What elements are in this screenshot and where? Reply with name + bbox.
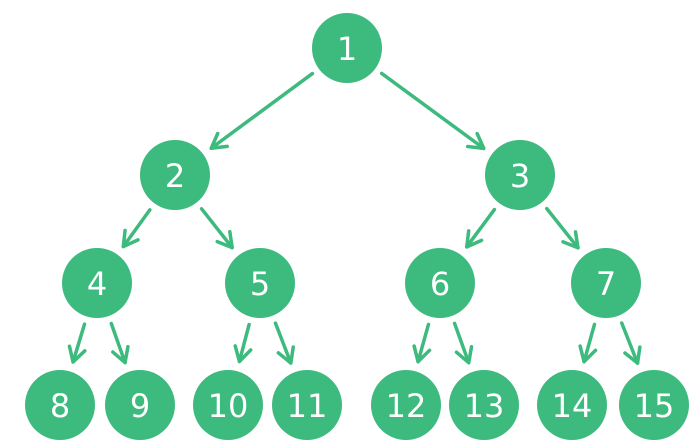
arrowhead — [412, 344, 432, 364]
tree-node-7: 7 — [571, 248, 641, 318]
node-label: 10 — [208, 387, 249, 425]
arrowhead — [454, 345, 474, 365]
node-circle — [312, 13, 382, 83]
node-label: 14 — [552, 387, 593, 425]
node-circle — [449, 370, 519, 440]
edge-arrow-4-9 — [109, 321, 130, 365]
arrowhead — [465, 131, 486, 151]
node-label: 4 — [87, 265, 107, 303]
node-label: 2 — [165, 157, 185, 195]
arrowhead — [215, 229, 234, 250]
tree-node-4: 4 — [62, 248, 132, 318]
node-circle — [225, 248, 295, 318]
tree-node-2: 2 — [140, 140, 210, 210]
arrowhead — [623, 345, 642, 365]
edge-arrow-7-14 — [578, 322, 598, 364]
edge-arrow-5-11 — [273, 321, 296, 365]
node-label: 13 — [464, 387, 505, 425]
node-label: 6 — [430, 265, 450, 303]
edge-arrow-1-3 — [379, 71, 486, 151]
node-circle — [537, 370, 607, 440]
node-circle — [485, 140, 555, 210]
node-circle — [140, 140, 210, 210]
node-label: 3 — [510, 157, 530, 195]
tree-node-1: 1 — [312, 13, 382, 83]
arrowhead — [561, 230, 580, 250]
node-circle — [193, 370, 263, 440]
arrowhead — [121, 228, 140, 249]
arrowhead — [67, 344, 87, 364]
tree-node-15: 15 — [619, 370, 689, 440]
node-circle — [571, 248, 641, 318]
arrowhead — [111, 344, 130, 365]
tree-node-11: 11 — [272, 370, 342, 440]
edge-arrow-5-10 — [233, 322, 253, 364]
node-label: 11 — [287, 387, 328, 425]
arrowhead — [465, 229, 484, 249]
tree-node-14: 14 — [537, 370, 607, 440]
arrowhead — [276, 345, 296, 365]
node-circle — [371, 370, 441, 440]
node-label: 9 — [130, 387, 150, 425]
node-label: 8 — [50, 387, 70, 425]
edges-layer — [67, 71, 642, 365]
arrowhead — [209, 131, 229, 151]
edge-arrow-7-15 — [619, 321, 642, 365]
tree-node-5: 5 — [225, 248, 295, 318]
node-circle — [619, 370, 689, 440]
tree-node-10: 10 — [193, 370, 263, 440]
node-circle — [25, 370, 95, 440]
edge-arrow-3-7 — [545, 206, 580, 250]
node-circle — [272, 370, 342, 440]
edge-arrow-2-4 — [121, 208, 152, 249]
edge-arrow-3-6 — [465, 207, 497, 249]
node-label: 5 — [250, 265, 270, 303]
tree-node-8: 8 — [25, 370, 95, 440]
node-label: 7 — [596, 265, 616, 303]
edge-arrow-2-5 — [199, 207, 234, 250]
node-label: 1 — [337, 30, 357, 68]
node-label: 12 — [386, 387, 427, 425]
edge-arrow-6-13 — [452, 321, 474, 365]
edge-arrow-1-2 — [209, 71, 315, 151]
node-circle — [62, 248, 132, 318]
arrowhead — [233, 344, 253, 364]
edge-arrow-6-12 — [412, 322, 432, 364]
tree-node-9: 9 — [105, 370, 175, 440]
arrowhead — [578, 344, 598, 364]
tree-node-6: 6 — [405, 248, 475, 318]
tree-node-3: 3 — [485, 140, 555, 210]
node-circle — [105, 370, 175, 440]
node-label: 15 — [634, 387, 675, 425]
edge-arrow-4-8 — [67, 322, 87, 364]
node-circle — [405, 248, 475, 318]
tree-node-13: 13 — [449, 370, 519, 440]
tree-node-12: 12 — [371, 370, 441, 440]
